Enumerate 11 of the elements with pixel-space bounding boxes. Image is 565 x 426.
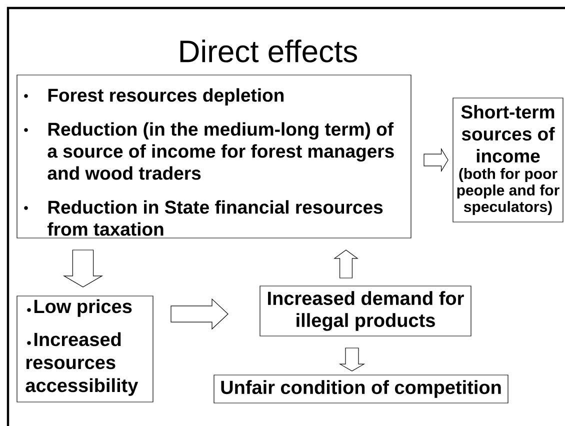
text-box: Unfair condition of competition (214, 374, 508, 404)
text-box: Low prices Increased resources accessibility (16, 296, 154, 402)
text-box: Forest resources depletion Reduction (in the medium-long term) of a source of income for forest managers and wood traders Reduction in State financial resources from taxation (16, 74, 412, 238)
text-box: Short-term sources of income (both for poor people and for speculators) (452, 98, 564, 222)
text-box: Increased demand for illegal products (260, 286, 472, 336)
block-arrow (334, 250, 358, 278)
block-arrow (62, 250, 104, 288)
block-arrow (338, 348, 366, 372)
block-arrow (170, 298, 228, 330)
title: Direct effects (180, 40, 358, 62)
block-arrow (424, 148, 448, 172)
